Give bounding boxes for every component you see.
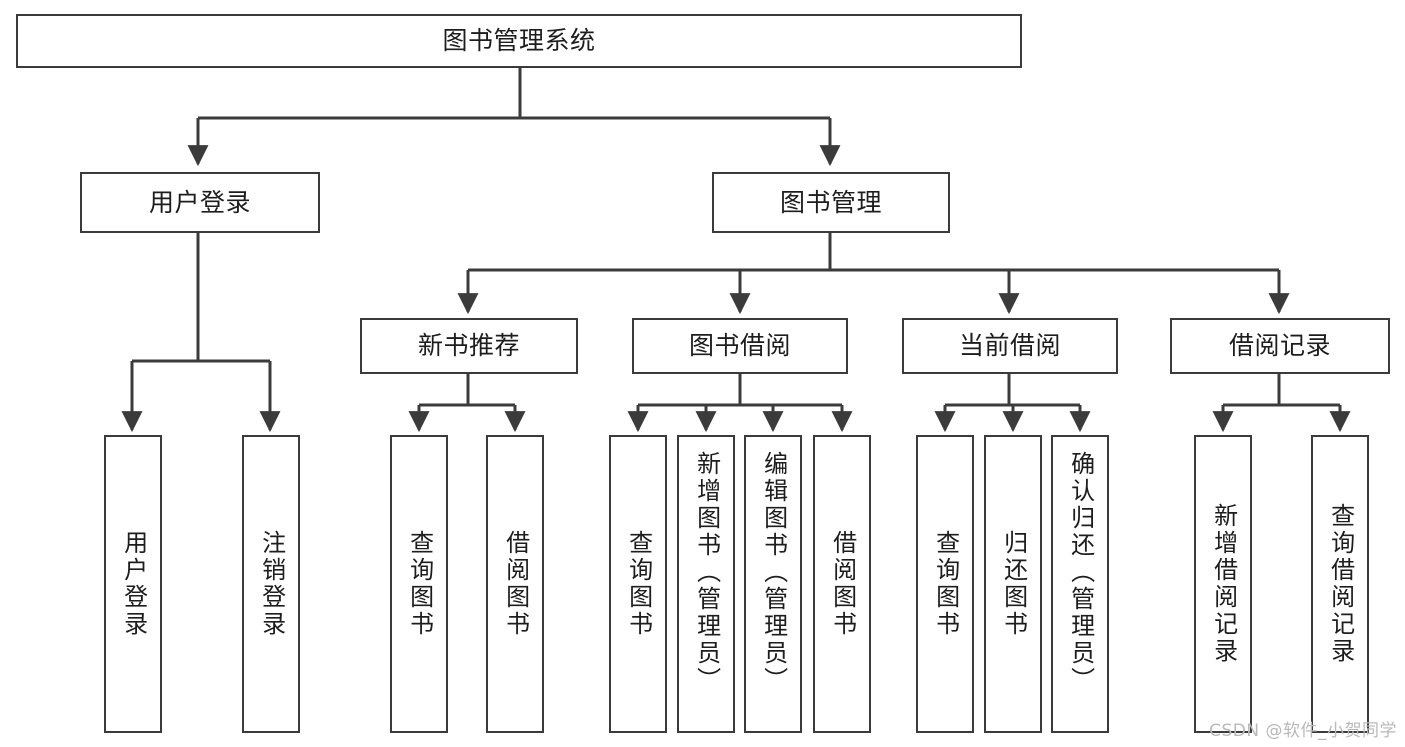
node-user-login[interactable]: 用户登录 xyxy=(80,172,320,233)
node-label: 图书管理 xyxy=(779,187,882,217)
node-root-book-management-system[interactable]: 图书管理系统 xyxy=(16,14,1022,68)
watermark-text: CSDN @软件_小贺同学 xyxy=(1209,721,1397,741)
leaf-logout[interactable]: 注销登录 xyxy=(242,435,300,733)
node-new-book-recommendation[interactable]: 新书推荐 xyxy=(360,318,578,374)
node-book-management[interactable]: 图书管理 xyxy=(712,172,950,233)
leaf-add-borrowing-record[interactable]: 新增借阅记录 xyxy=(1194,435,1252,733)
node-label: 查询借阅记录 xyxy=(1326,503,1355,665)
leaf-borrow-books[interactable]: 借阅图书 xyxy=(813,435,871,733)
leaf-query-books-current[interactable]: 查询图书 xyxy=(916,435,974,733)
node-label: 编辑图书（管理员） xyxy=(759,451,788,694)
node-label: 借阅图书 xyxy=(828,530,857,638)
node-label: 借阅图书 xyxy=(501,530,530,638)
leaf-add-book-admin[interactable]: 新增图书（管理员） xyxy=(677,435,735,733)
node-label: 新书推荐 xyxy=(417,331,520,361)
node-label: 图书借阅 xyxy=(688,331,791,361)
leaf-query-books-borrow[interactable]: 查询图书 xyxy=(609,435,667,733)
node-label: 查询图书 xyxy=(405,530,434,638)
node-label: 确认归还（管理员） xyxy=(1066,451,1095,694)
node-label: 新增借阅记录 xyxy=(1209,503,1238,665)
leaf-query-books-new-book[interactable]: 查询图书 xyxy=(390,435,448,733)
leaf-user-login[interactable]: 用户登录 xyxy=(104,435,162,733)
leaf-borrow-books-new-book[interactable]: 借阅图书 xyxy=(486,435,544,733)
leaf-confirm-return-admin[interactable]: 确认归还（管理员） xyxy=(1051,435,1109,733)
node-current-borrowing[interactable]: 当前借阅 xyxy=(902,318,1118,374)
node-label: 借阅记录 xyxy=(1228,331,1331,361)
leaf-edit-book-admin[interactable]: 编辑图书（管理员） xyxy=(744,435,802,733)
leaf-query-borrowing-record[interactable]: 查询借阅记录 xyxy=(1311,435,1369,733)
node-label: 归还图书 xyxy=(999,530,1028,638)
node-label: 查询图书 xyxy=(931,530,960,638)
node-label: 新增图书（管理员） xyxy=(692,451,721,694)
node-label: 当前借阅 xyxy=(958,331,1061,361)
node-book-borrowing[interactable]: 图书借阅 xyxy=(632,318,848,374)
leaf-return-books[interactable]: 归还图书 xyxy=(984,435,1042,733)
node-label: 图书管理系统 xyxy=(442,26,596,56)
node-label: 用户登录 xyxy=(148,187,251,217)
node-label: 用户登录 xyxy=(119,530,148,638)
node-borrowing-records[interactable]: 借阅记录 xyxy=(1170,318,1390,374)
node-label: 注销登录 xyxy=(257,530,286,638)
node-label: 查询图书 xyxy=(624,530,653,638)
